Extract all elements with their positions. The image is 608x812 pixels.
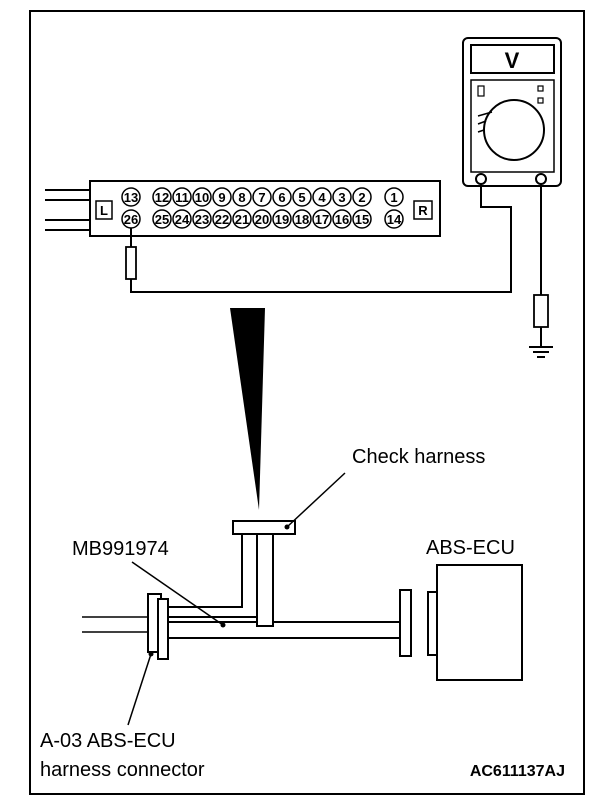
voltmeter-icon: V [462, 37, 562, 187]
leader-harness-connector [127, 653, 152, 726]
label-check-harness: Check harness [352, 446, 485, 468]
connector-pin [212, 187, 232, 207]
connector-pin [212, 209, 232, 229]
leader-check-harness [286, 472, 346, 528]
connector-pin [152, 209, 172, 229]
connector-pin [121, 187, 141, 207]
pointer-wedge-icon [230, 308, 265, 510]
connector-pin-label: 20 [255, 212, 269, 227]
connector-pin-label: 14 [387, 212, 402, 227]
connector-pin [192, 187, 212, 207]
connector-pin-label: 25 [155, 212, 169, 227]
figure-border [29, 10, 585, 795]
connector-pin [312, 209, 332, 229]
connector-pin-label: 21 [235, 212, 249, 227]
connector-pin-label: 2 [358, 190, 365, 205]
connector-pin-label: 19 [275, 212, 289, 227]
voltmeter-symbol: V [505, 48, 520, 73]
connector-pin-label: 10 [195, 190, 209, 205]
label-abs-ecu: ABS-ECU [426, 537, 515, 559]
connector-pin-label: 15 [355, 212, 369, 227]
connector-pin [352, 209, 372, 229]
connector-pin [292, 187, 312, 207]
leader-mb991974 [131, 561, 224, 626]
connector-left-marker: L [100, 203, 108, 218]
connector-pin [232, 209, 252, 229]
connector-pin [292, 209, 312, 229]
voltmeter-terminal-right [535, 173, 547, 185]
connector-pin-label: 13 [124, 190, 138, 205]
connector-pin-label: 9 [218, 190, 225, 205]
connector-pin [152, 187, 172, 207]
connector-pin [272, 187, 292, 207]
check-harness-plate [232, 520, 296, 535]
connector-pin [172, 187, 192, 207]
connector-pin-label: 1 [390, 190, 397, 205]
connector-pin [252, 187, 272, 207]
connector-pin [172, 209, 192, 229]
connector-pin-label: 18 [295, 212, 309, 227]
connector-pin-label: 6 [278, 190, 285, 205]
connector-pin [384, 209, 404, 229]
connector-pin [232, 187, 252, 207]
connector-right-marker: R [418, 203, 428, 218]
label-connector-line1: A-03 ABS-ECU [40, 730, 176, 752]
connector-pin-label: 17 [315, 212, 329, 227]
connector-pin-label: 12 [155, 190, 169, 205]
connector-pin [192, 209, 212, 229]
connector-pin [352, 187, 372, 207]
connector-pin [272, 209, 292, 229]
ground-icon [529, 184, 553, 358]
connector-pin-label: 26 [124, 212, 138, 227]
connector-pin-label: 23 [195, 212, 209, 227]
connector-pin-label: 8 [238, 190, 245, 205]
connector-pin [384, 187, 404, 207]
label-mb991974: MB991974 [72, 538, 169, 560]
abs-ecu-box [436, 564, 523, 681]
test-lead-wire [130, 184, 512, 293]
connector-pin [332, 209, 352, 229]
connector-pin [312, 187, 332, 207]
connector-pin [252, 209, 272, 229]
voltmeter-terminal-left [475, 173, 487, 185]
connector-pin-label: 16 [335, 212, 349, 227]
connector-pin-label: 4 [318, 190, 326, 205]
connector-pin-label: 11 [175, 190, 189, 205]
check-harness-assembly [82, 520, 523, 681]
connector-pin-label: 22 [215, 212, 229, 227]
connector-pin-label: 3 [338, 190, 345, 205]
connector-pin-label: 5 [298, 190, 305, 205]
figure-code: AC611137AJ [470, 763, 565, 780]
label-connector-line2: harness connector [40, 759, 205, 781]
connector-pin-label: 7 [258, 190, 265, 205]
connector-pin-label: 24 [175, 212, 190, 227]
connector-pin [332, 187, 352, 207]
